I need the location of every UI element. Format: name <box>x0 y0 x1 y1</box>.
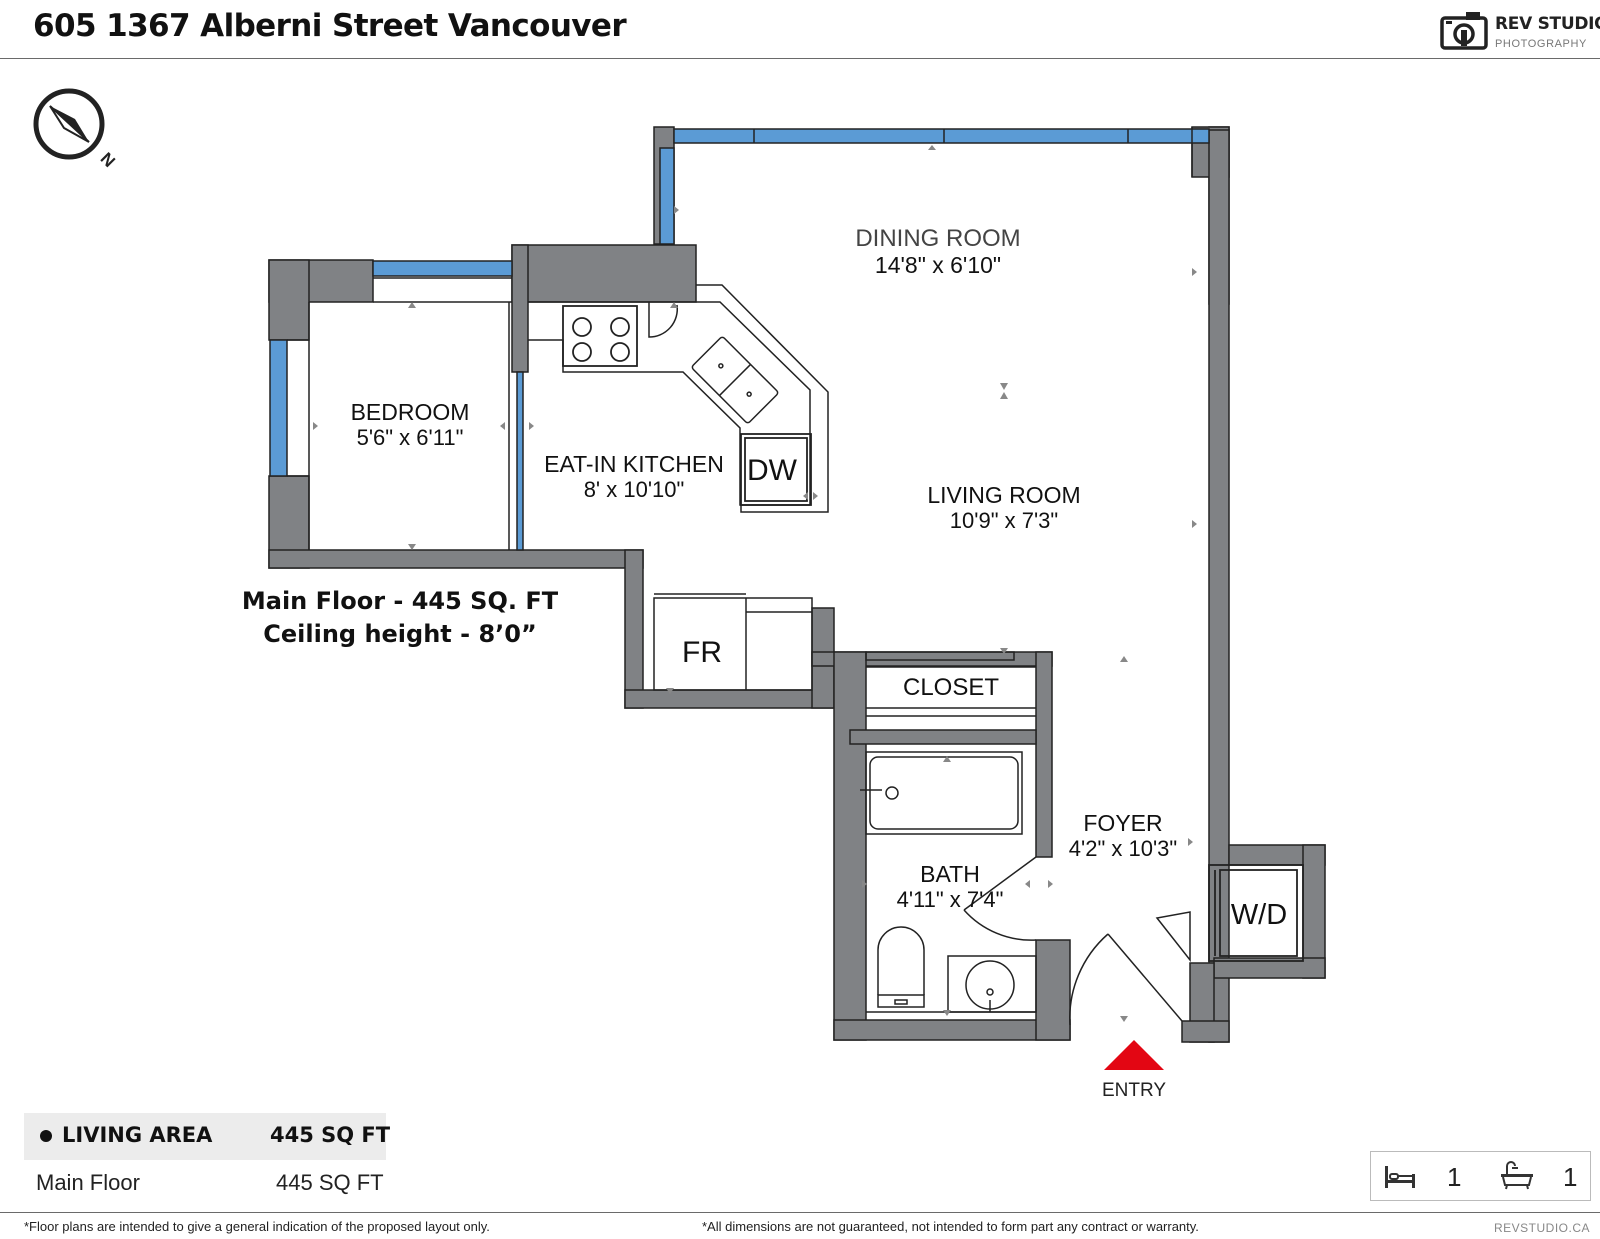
room-counts: 1 1 <box>1370 1151 1591 1201</box>
dishwasher: DW <box>740 433 812 506</box>
stove-icon <box>562 305 638 367</box>
bullet-icon <box>40 1130 52 1142</box>
interior-lines <box>287 127 1193 550</box>
rev-studio-logo: REV STUDIO PHOTOGRAPHY <box>1440 8 1600 52</box>
compass-north-label: N <box>97 149 119 171</box>
logo-name: REV STUDIO <box>1495 14 1600 34</box>
foyer-name: FOYER <box>1083 810 1163 836</box>
entry-label: ENTRY <box>1102 1080 1166 1101</box>
entry-marker-icon <box>1104 1040 1164 1070</box>
disclaimer-left: *Floor plans are intended to give a gene… <box>24 1219 490 1234</box>
foyer-dims: 4'2" x 10'3" <box>1068 836 1178 861</box>
area-row-value: 445 SQ FT <box>276 1170 384 1195</box>
washer-dryer-label: W/D <box>1231 899 1287 931</box>
bathroom-count: 1 <box>1563 1162 1578 1192</box>
room-label-foyer: FOYER 4'2" x 10'3" <box>1043 810 1203 862</box>
compass-icon: N <box>33 88 119 171</box>
kitchen-name: EAT-IN KITCHEN <box>544 451 724 477</box>
website-link[interactable]: REVSTUDIO.CA <box>1493 1221 1590 1235</box>
room-label-kitchen: EAT-IN KITCHEN 8' x 10'10" <box>524 451 744 503</box>
windows <box>269 128 1210 551</box>
bedroom-name: BEDROOM <box>350 399 470 425</box>
ceiling-height-line: Ceiling height - 8’0” <box>263 620 537 648</box>
bedroom-count: 1 <box>1447 1162 1462 1192</box>
room-label-dining: DINING ROOM 14'8" x 6'10" <box>838 225 1038 279</box>
fridge-label: FR <box>682 636 722 669</box>
area-row-label: Main Floor <box>36 1170 140 1195</box>
bed-icon <box>1385 1166 1415 1188</box>
vanity-fixture <box>866 955 1037 1013</box>
room-label-living: LIVING ROOM 10'9" x 7'3" <box>904 482 1104 534</box>
doors <box>963 856 1191 1026</box>
dining-room-name: DINING ROOM <box>855 225 1021 252</box>
closet <box>865 651 1036 717</box>
closet-name: CLOSET <box>902 674 1000 701</box>
exterior-walls <box>268 126 1326 1043</box>
dishwasher-label: DW <box>747 454 798 487</box>
room-label-bath: BATH 4'11" x 7'4" <box>870 861 1030 913</box>
living-room-dims: 10'9" x 7'3" <box>949 508 1059 533</box>
bedroom-dims: 5'6" x 6'11" <box>356 425 464 450</box>
living-area-value: 445 SQ FT <box>270 1123 391 1147</box>
living-room-name: LIVING ROOM <box>927 482 1081 508</box>
bath-name: BATH <box>920 861 980 887</box>
washer-dryer: W/D <box>1208 864 1304 962</box>
fridge: FR <box>653 593 813 691</box>
kitchen-dims: 8' x 10'10" <box>583 477 685 502</box>
room-label-bedroom: BEDROOM 5'6" x 6'11" <box>310 399 510 451</box>
toilet-fixture <box>877 926 925 1008</box>
living-area-label: LIVING AREA <box>62 1123 213 1147</box>
living-area-header <box>24 1113 386 1160</box>
bathtub-fixture <box>860 751 1023 835</box>
header-bar: 605 1367 Alberni Street Vancouver REV ST… <box>0 0 1600 59</box>
measure-markers <box>313 145 1197 1022</box>
disclaimer-right: *All dimensions are not guaranteed, not … <box>702 1219 1199 1234</box>
footer-divider <box>0 1212 1600 1213</box>
room-label-closet: CLOSET <box>866 674 1036 702</box>
floor-area-line: Main Floor - 445 SQ. FT <box>241 587 559 615</box>
bathtub-icon <box>1501 1161 1533 1190</box>
page-title: 605 1367 Alberni Street Vancouver <box>33 8 627 44</box>
sink-icon <box>691 336 779 424</box>
floor-info: Main Floor - 445 SQ. FT Ceiling height -… <box>240 585 560 651</box>
logo-subtitle: PHOTOGRAPHY <box>1495 38 1587 50</box>
camera-icon <box>1440 12 1488 50</box>
dining-room-dims: 14'8" x 6'10" <box>874 252 1002 278</box>
bath-dims: 4'11" x 7'4" <box>896 887 1004 912</box>
